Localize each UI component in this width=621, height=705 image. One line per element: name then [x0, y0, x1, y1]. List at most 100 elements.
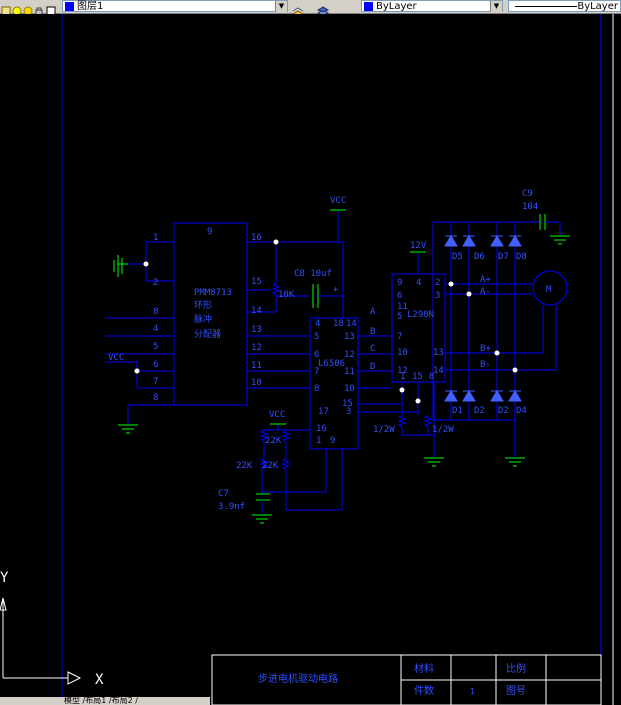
chip2-pin-17: 17 — [318, 407, 329, 417]
chip3-name: L298N — [407, 310, 434, 320]
color-swatch — [364, 2, 373, 11]
lock-icon[interactable] — [34, 1, 44, 16]
chip-l6506 — [309, 317, 359, 450]
chip3-pin-13: 13 — [433, 348, 444, 358]
chip2-pin-6: 6 — [314, 350, 319, 360]
chip3-pin-11: 11 — [397, 302, 408, 312]
chip2-pin-4: 4 — [315, 319, 320, 329]
chip3-pin-5: 5 — [397, 312, 402, 322]
diode-d7-label: D7 — [498, 252, 509, 262]
diode-d5-label: D5 — [452, 252, 463, 262]
chip3-pin-6: 6 — [397, 291, 402, 301]
chip2-pin-12: 12 — [344, 350, 355, 360]
vcc-mid-label: VCC — [269, 410, 285, 420]
chip1-pin-5: 5 — [153, 342, 158, 352]
drawing-title: 步进电机驱动电路 — [258, 672, 338, 685]
quantity-label: 件数 — [414, 684, 434, 697]
chip1-pin-8a: 8 — [153, 307, 158, 317]
chip2-pin-8: 8 — [314, 384, 319, 394]
chip2-pin-10: 10 — [344, 384, 355, 394]
diode-d6 — [462, 235, 476, 247]
chip1-pin-8b: 8 — [153, 393, 158, 403]
diode-d4 — [508, 390, 522, 402]
chip1-pin-15: 15 — [251, 277, 262, 287]
sun-icon[interactable] — [23, 1, 33, 16]
ucs-x-label: X — [95, 672, 104, 688]
chip1-pin-16: 16 — [251, 233, 262, 243]
color-value: ByLayer — [376, 1, 417, 12]
diode-d2b — [490, 390, 504, 402]
c8-plus: + — [333, 285, 339, 295]
layer-dropdown[interactable]: 图层1 ▼ — [62, 0, 288, 12]
chip1-pin-7: 7 — [153, 377, 158, 387]
chevron-down-icon[interactable]: ▼ — [275, 1, 287, 12]
chip2-pin-7: 7 — [314, 367, 319, 377]
chip3-pin-15: 15 — [412, 372, 423, 382]
layout-tabs-text[interactable]: 模型 /布局1 /布局2 / — [64, 697, 138, 705]
motor-b-minus: B- — [480, 360, 491, 370]
diode-d8-label: D8 — [516, 252, 527, 262]
chip1-desc3: 分配器 — [194, 329, 221, 340]
chip2-name: L6506 — [318, 359, 345, 369]
chip1-pin-14: 14 — [251, 306, 262, 316]
motor-label: M — [546, 285, 552, 295]
chip3-pin-10: 10 — [397, 348, 408, 358]
chip-pmm8713 — [173, 222, 248, 406]
diode-d1-label: D1 — [452, 406, 463, 416]
chip1-pin-12: 12 — [251, 343, 262, 353]
chip1-pin-10: 10 — [251, 378, 262, 388]
motor-a-plus: A+ — [480, 275, 491, 285]
chip1-pin-13: 13 — [251, 325, 262, 335]
chip2-pin-9: 9 — [330, 436, 335, 446]
chevron-down-icon[interactable]: ▼ — [490, 1, 502, 12]
layer-previous-icon[interactable] — [316, 1, 330, 16]
chip2-pin-18: 18 — [333, 319, 344, 329]
r10k-label: 10K — [278, 290, 295, 300]
v12-label: 12V — [410, 241, 427, 251]
c7-value: 3.9nf — [218, 502, 245, 512]
chip3-pin-14: 14 — [433, 366, 444, 376]
linetype-value: ByLayer — [577, 1, 618, 12]
make-object-layer-current-icon[interactable] — [291, 1, 305, 17]
chip3-pin-8: 8 — [429, 372, 434, 382]
chip1-pin-1: 1 — [153, 233, 158, 243]
chip3-pin-3: 3 — [435, 291, 440, 301]
linetype-dropdown[interactable]: ByLayer — [508, 0, 621, 12]
chip1-pin-11: 11 — [251, 361, 262, 371]
motor-a-minus: A- — [480, 287, 491, 297]
drawing-canvas[interactable]: 9 1 2 8 4 5 6 7 8 16 15 14 13 12 11 10 P… — [0, 14, 621, 705]
chip1-desc1: 环形 — [194, 299, 212, 311]
drawing-no-label: 图号 — [506, 685, 526, 697]
diode-d2b-label: D2 — [498, 406, 509, 416]
diode-d2-label: D2 — [474, 406, 485, 416]
c7-label: C7 — [218, 489, 229, 499]
chip1-pin-4: 4 — [153, 324, 158, 334]
motor-b-plus: B+ — [480, 344, 491, 354]
signal-d: D — [370, 362, 375, 372]
color-dropdown[interactable]: ByLayer ▼ — [361, 0, 503, 12]
r22k-b-label: 22K — [236, 461, 253, 471]
schematic-drawing: 9 1 2 8 4 5 6 7 8 16 15 14 13 12 11 10 P… — [0, 14, 614, 705]
chip3-pin-12: 12 — [397, 366, 408, 376]
diode-d2 — [462, 390, 476, 402]
linetype-preview — [515, 6, 577, 7]
resistor-half-b: 1/2W — [432, 425, 454, 435]
diode-d4-label: D4 — [516, 406, 527, 416]
chip1-pin-2: 2 — [153, 278, 158, 288]
c9-label: C9 — [522, 189, 533, 199]
ratio-label: 比例 — [506, 662, 526, 675]
layer-color-icon[interactable] — [46, 1, 56, 16]
lightbulb-icon[interactable] — [12, 1, 22, 16]
layer-name: 图层1 — [77, 1, 104, 12]
diode-d1 — [444, 390, 458, 402]
layout-tabs[interactable]: 模型 /布局1 /布局2 / — [0, 697, 210, 705]
motor-symbol — [532, 270, 568, 306]
material-label: 材料 — [414, 662, 434, 675]
chip2-pin-1: 1 — [316, 436, 321, 446]
chip1-desc2: 脉冲 — [194, 313, 212, 325]
signal-a: A — [370, 307, 376, 317]
chip1-pin-9: 9 — [207, 227, 212, 237]
layer-properties-icon[interactable] — [1, 1, 11, 16]
r22k-c-label: 22K — [262, 461, 279, 471]
signal-b: B — [370, 327, 375, 337]
